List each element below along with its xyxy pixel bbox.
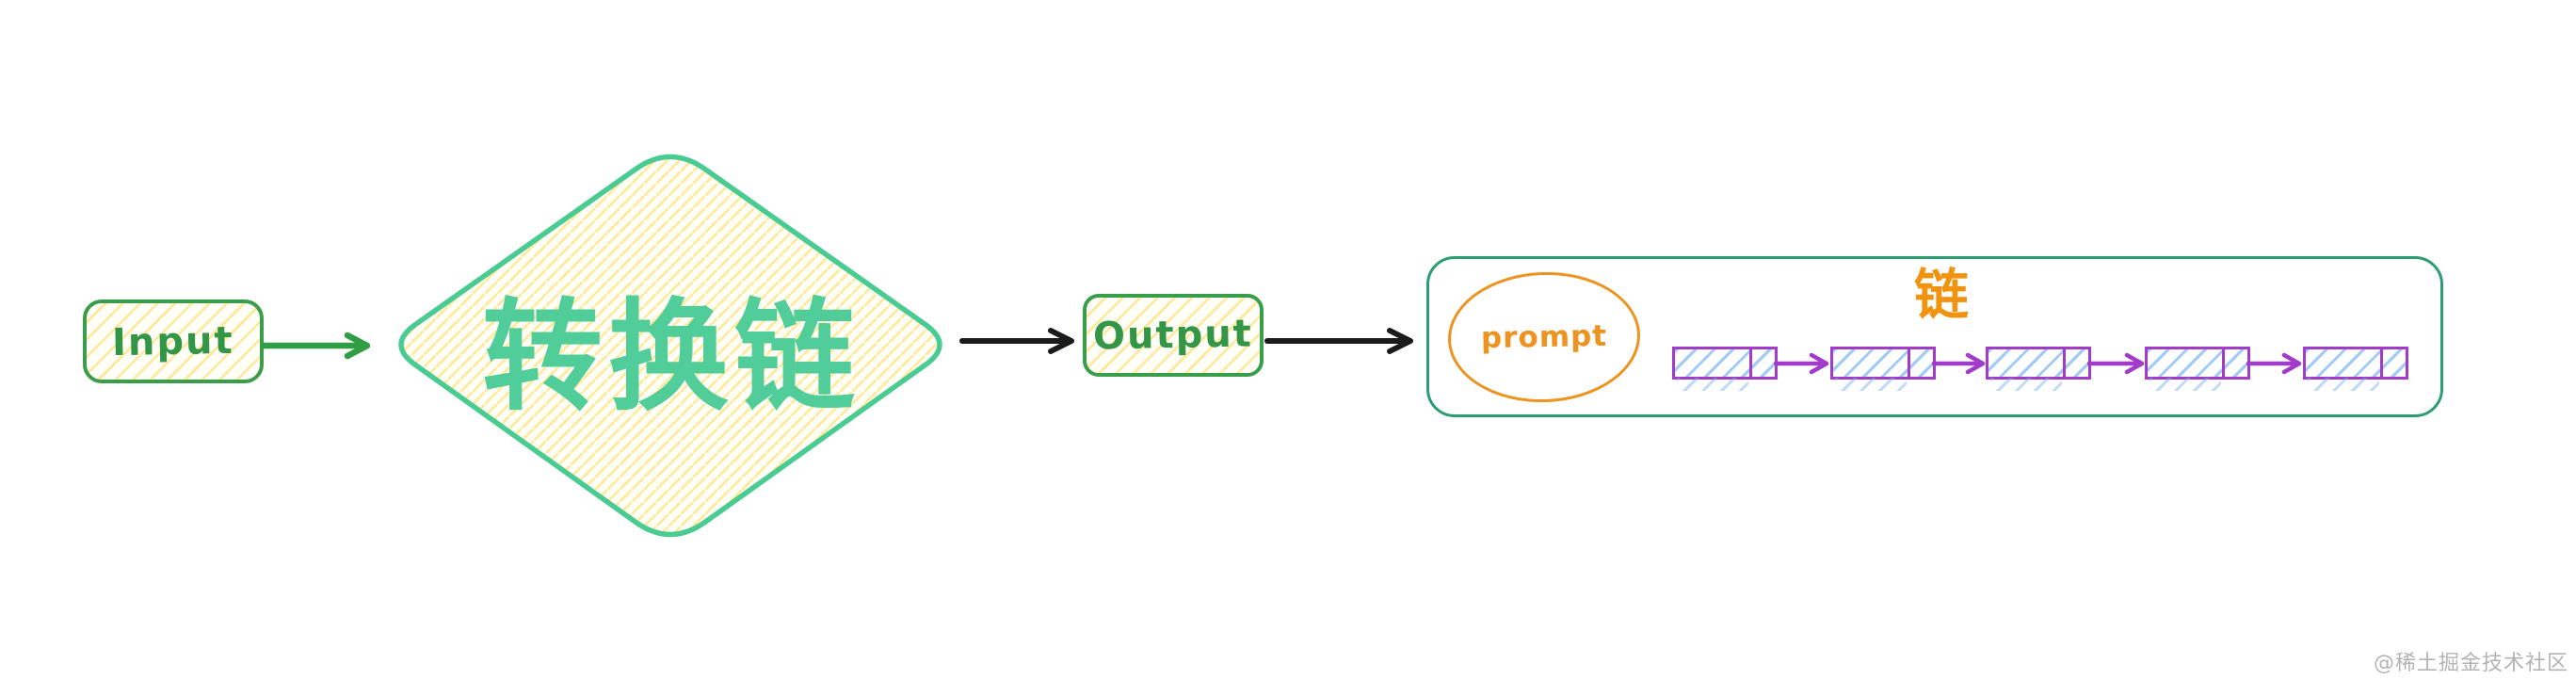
pointer-cell	[2222, 349, 2247, 377]
output-label: Output	[1092, 312, 1254, 359]
arrow-node3-to-node4-icon	[2087, 352, 2145, 375]
input-label: Input	[111, 318, 235, 364]
linked-list-node	[2303, 347, 2408, 391]
input-box: Input	[83, 300, 264, 383]
transform-chain-diamond	[398, 154, 942, 538]
arrow-node1-to-node2-icon	[1774, 352, 1829, 375]
watermark: @稀土掘金技术社区	[2373, 652, 2568, 675]
linked-list-node	[2145, 347, 2250, 391]
pointer-cell	[1749, 349, 1775, 377]
pointer-cell	[1908, 349, 1933, 377]
linked-list-node	[1672, 347, 1778, 391]
arrow-diamond-to-output-icon	[959, 328, 1074, 354]
pointer-cell	[2380, 349, 2406, 377]
linked-list-node	[1830, 347, 1936, 391]
prompt-label: prompt	[1480, 318, 1608, 356]
arrow-input-to-diamond-icon	[260, 332, 371, 360]
chain-container: prompt 链	[1426, 256, 2443, 417]
output-box: Output	[1083, 294, 1264, 377]
arrow-node2-to-node3-icon	[1932, 352, 1986, 375]
arrow-output-to-chain-icon	[1264, 328, 1413, 354]
prompt-ellipse: prompt	[1445, 268, 1643, 406]
chain-label: 链	[1914, 263, 1970, 327]
linked-list-node	[1986, 347, 2091, 391]
pointer-cell	[2063, 349, 2088, 377]
arrow-node4-to-node5-icon	[2246, 352, 2302, 375]
